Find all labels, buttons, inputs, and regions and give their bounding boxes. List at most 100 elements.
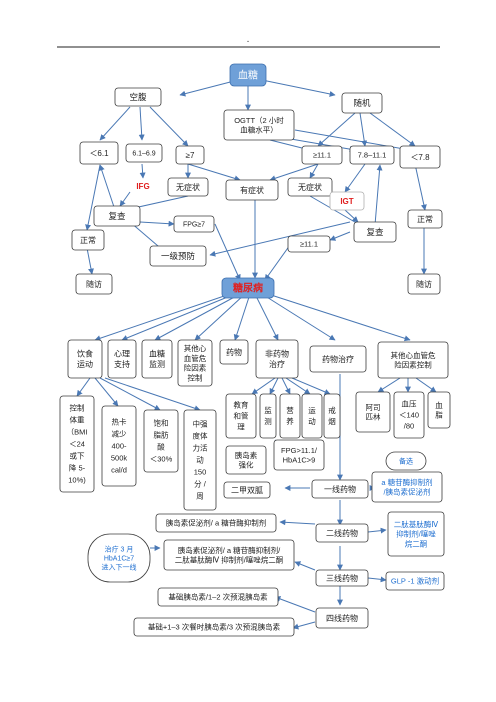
edge-igt-recheck: [344, 209, 359, 223]
edge-othercv2-aspirin: [377, 377, 401, 393]
node-7811-box: [349, 145, 395, 165]
node-bg-monitor-text: 监测: [149, 359, 165, 369]
node-monitor-box: [259, 393, 277, 439]
edge-fasting-6169: [138, 106, 145, 141]
edge-fasting-ge7: [149, 106, 189, 147]
node-diet-text: 饮食: [77, 349, 93, 359]
edge-diet-exercise: [104, 377, 201, 412]
edge-nondrug-sport: [285, 377, 311, 395]
node-weight-text: ＜24: [69, 440, 85, 449]
node-quit-smoke-text: 戒: [328, 405, 336, 415]
node-calorie-text: 400-: [111, 442, 127, 451]
node-second-left: 胰岛素促泌剂/ a 糖苷酶抑制剂: [155, 513, 277, 533]
node-weight-box: [59, 395, 95, 493]
edge-asym-recheck-right: [309, 195, 361, 226]
node-sport-text: 动: [308, 416, 316, 426]
node-third-line: 三线药物: [315, 569, 369, 587]
node-followup-right: 随访: [407, 273, 441, 295]
node-education-text: 理: [237, 423, 245, 432]
node-other-cv2-box: [377, 341, 449, 379]
node-fat-text: 酸: [157, 442, 165, 452]
node-advance-note-text: 治疗 3 月: [105, 544, 134, 553]
node-fourth-line-text: 四线药物: [326, 613, 358, 623]
node-asym-right: 无症状: [287, 177, 333, 197]
node-drugs: 药物: [219, 339, 249, 365]
node-normal-right: 正常: [407, 209, 443, 229]
edge-random-ge111: [317, 112, 356, 147]
edge-second-left: [279, 519, 316, 526]
node-bp-text: 血压: [402, 399, 417, 409]
node-first-alt-text: /胰岛素促泌剂: [383, 487, 430, 497]
edge-diabetes-othercv: [194, 293, 246, 341]
node-exercise-text: 度体: [193, 431, 208, 441]
node-fasting-text: 空腹: [129, 92, 147, 102]
node-alt-label: 备选: [385, 451, 427, 471]
node-advance-note-text: 进入下一线: [102, 563, 137, 572]
node-third-line-text: 三线药物: [326, 573, 358, 583]
node-lipid-text: 血: [435, 400, 443, 410]
node-ge7-box: [175, 145, 205, 165]
node-aspirin-text: 阿司: [366, 403, 381, 412]
node-symptomatic-text: 有症状: [240, 185, 264, 195]
node-weight-text: 体重: [70, 415, 85, 425]
node-random: 随机: [341, 92, 383, 114]
header-mark: .: [247, 34, 250, 45]
node-nutrition-text: 养: [286, 416, 294, 426]
node-calorie-text: cal/d: [111, 466, 127, 475]
edge-bloodsugar-fasting: [179, 79, 239, 97]
node-glp1-text: GLP -1 激动剂: [391, 576, 439, 586]
node-other-cv-text: 血管危: [184, 353, 207, 363]
node-basal-3: 基础+1–3 次餐时胰岛素/3 次预混胰岛素: [133, 617, 295, 637]
node-other-cv-text: 其他心: [184, 343, 207, 353]
node-calorie-text: 热卡: [112, 417, 127, 427]
edge-recheck-fpg: [139, 220, 175, 227]
node-followup-left-box: [75, 273, 113, 295]
node-lt61: ＜6.1: [79, 141, 119, 165]
node-followup-left-text: 随访: [86, 279, 102, 289]
edge-diet-fat: [99, 377, 161, 411]
node-nutrition: 营养: [279, 393, 301, 439]
node-insulin-boost-text: 胰岛素: [235, 450, 258, 460]
node-ge111-text: ≥11.1: [313, 151, 331, 160]
node-ge111-b-box: [287, 235, 331, 253]
node-other-cv2-text: 其他心血管危: [391, 350, 436, 360]
node-bp: 血压＜140/80: [393, 391, 425, 439]
node-followup-left: 随访: [75, 273, 113, 295]
node-ogtt-text: OGTT（2 小时: [234, 115, 284, 125]
node-glp1-box: [385, 571, 445, 591]
node-lt78-text: ＜7.8: [410, 153, 430, 162]
edge-ogtt-7811: [284, 137, 356, 153]
node-quit-smoke-text: 烟: [328, 417, 336, 426]
node-asym-right-text: 无症状: [298, 182, 322, 192]
node-primary-prevention: 一级预防: [149, 245, 207, 267]
node-exercise-text: 中强: [193, 419, 208, 429]
node-monitor: 监测: [259, 393, 277, 439]
node-igt-text: IGT: [340, 197, 353, 206]
edge-ge7-symptomatic: [187, 163, 241, 182]
node-third-left: 胰岛素促泌剂/ a 糖苷酶抑制剂/二肽基肽酶Ⅳ 抑制剂/噻唑烷二酮: [163, 539, 295, 571]
node-second-line-text: 二线药物: [326, 528, 358, 538]
node-lt78-box: [399, 145, 441, 169]
node-ogtt-box: [223, 109, 295, 141]
node-psych-text: 心理: [114, 350, 130, 359]
node-primary-prevention-text: 一级预防: [161, 251, 196, 261]
edge-random-7811: [359, 112, 368, 147]
edge-random-lt78: [369, 112, 416, 147]
edge-third-glp1: [367, 576, 387, 583]
node-random-text: 随机: [353, 98, 371, 108]
node-other-cv-box: [177, 339, 213, 387]
edge-fpg-diabetes: [214, 223, 241, 281]
node-basal-1-2: 基础胰岛素/1–2 次预混胰岛素: [157, 587, 279, 607]
node-asym-left: 无症状: [167, 177, 209, 197]
edge-diabetes-diet: [94, 293, 231, 342]
node-blood-sugar-box: [229, 63, 267, 87]
node-aspirin-text: 匹林: [366, 412, 381, 422]
node-exercise-text: 周: [196, 492, 204, 501]
edge-fasting-lt61: [99, 106, 131, 141]
